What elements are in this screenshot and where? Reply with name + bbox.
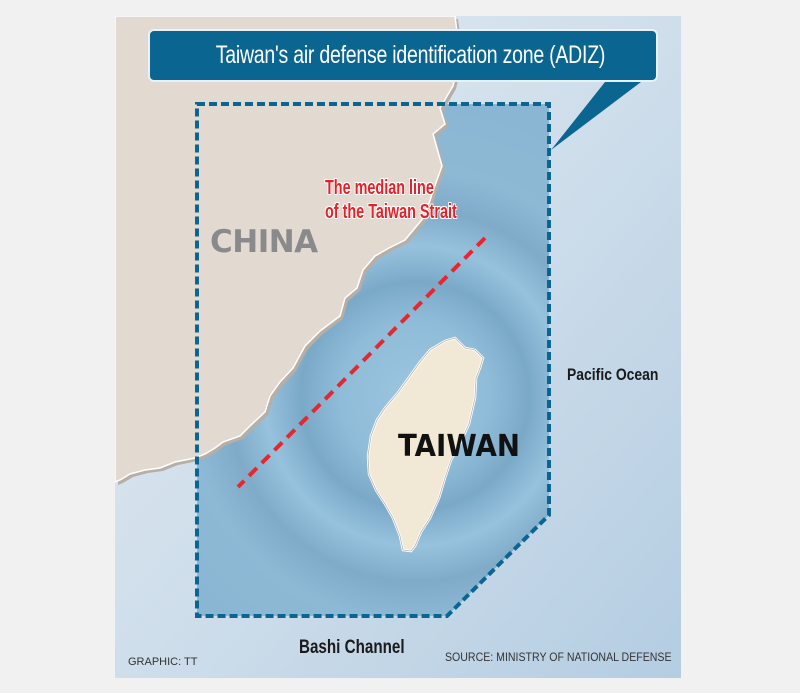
taiwan-label: TAIWAN: [398, 429, 520, 464]
title-callout: Taiwan's air defense identification zone…: [148, 29, 658, 82]
map-panel: Taiwan's air defense identification zone…: [115, 16, 681, 678]
china-label: CHINA: [210, 224, 318, 260]
median-line: [236, 236, 487, 489]
graphic-credit: GRAPHIC: TT: [128, 656, 198, 668]
pacific-ocean-label: Pacific Ocean: [567, 365, 659, 384]
map-title: Taiwan's air defense identification zone…: [216, 41, 606, 69]
median-line-label: The median line of the Taiwan Strait: [325, 176, 457, 224]
adiz-boundary: [195, 102, 551, 618]
map-graphic: [115, 16, 681, 678]
median-line-label-line1: The median line: [325, 177, 434, 199]
source-credit: SOURCE: MINISTRY OF NATIONAL DEFENSE: [445, 652, 672, 664]
bashi-channel-label: Bashi Channel: [299, 637, 405, 658]
median-line-label-line2: of the Taiwan Strait: [325, 201, 457, 223]
